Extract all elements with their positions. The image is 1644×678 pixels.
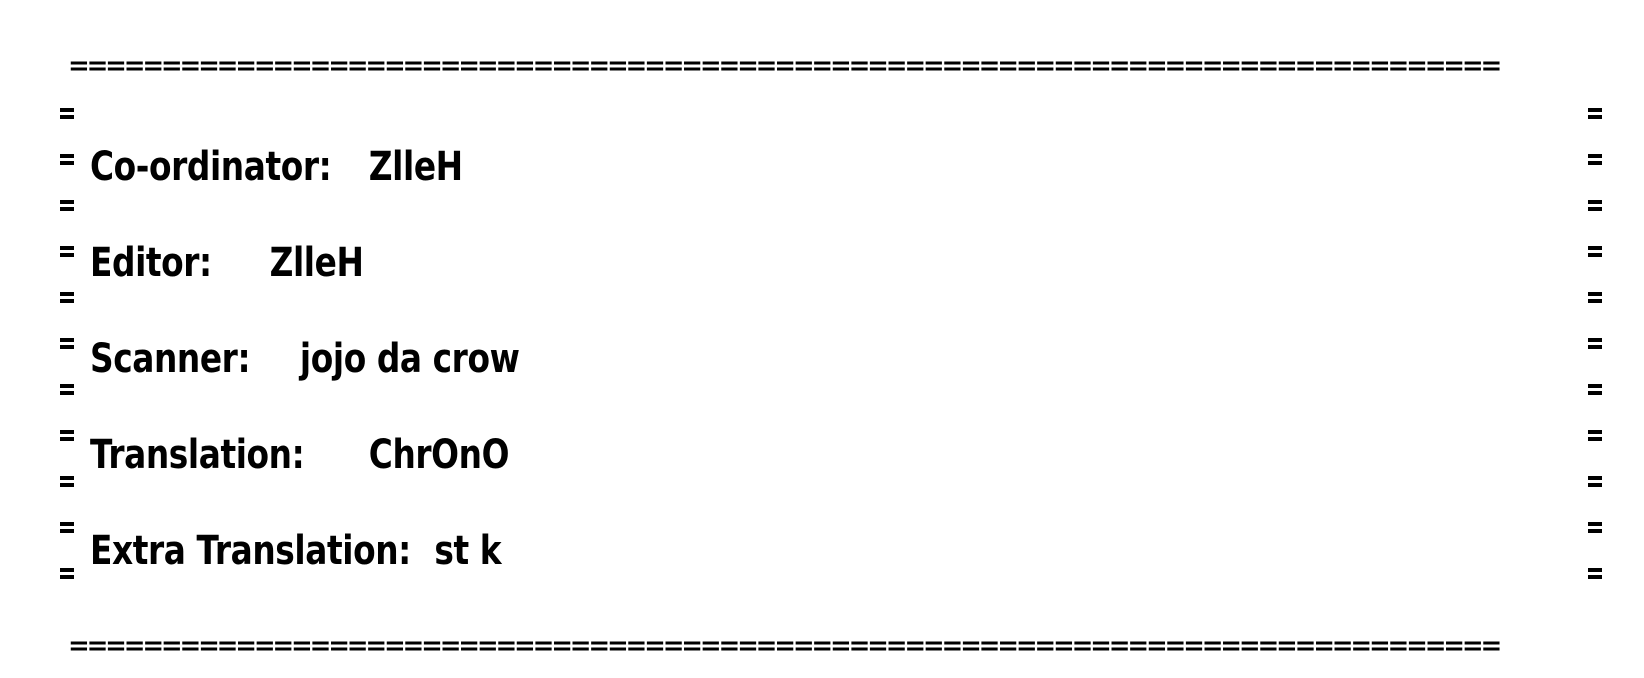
left-border-mark — [60, 246, 76, 258]
right-border-mark — [1588, 338, 1604, 350]
right-border-mark — [1588, 108, 1604, 120]
credit-value: ZlleH — [368, 144, 463, 190]
credit-value: ChrOnO — [368, 432, 510, 478]
credit-label: Extra Translation: — [90, 528, 411, 574]
right-border-mark — [1588, 154, 1604, 166]
left-border-mark — [60, 476, 76, 488]
credit-row-extra-translation: Extra Translation: st k — [90, 523, 502, 579]
credit-label: Co-ordinator: — [90, 144, 332, 190]
bottom-border: ========================================… — [68, 636, 1502, 656]
top-border: ========================================… — [68, 56, 1502, 76]
credit-row-scanner: Scanner: jojo da crow — [90, 331, 520, 387]
right-border-mark — [1588, 430, 1604, 442]
credit-value: st k — [434, 528, 502, 574]
left-border-mark — [60, 108, 76, 120]
right-border-mark — [1588, 200, 1604, 212]
left-border-mark — [60, 430, 76, 442]
left-border-mark — [60, 384, 76, 396]
credit-value: jojo da crow — [299, 336, 520, 382]
right-border-mark — [1588, 568, 1604, 580]
left-border-mark — [60, 154, 76, 166]
credit-row-editor: Editor: ZlleH — [90, 235, 364, 291]
credit-row-coordinator: Co-ordinator: ZlleH — [90, 139, 463, 195]
left-border-mark — [60, 568, 76, 580]
credit-label: Scanner: — [90, 336, 251, 382]
left-border-mark — [60, 338, 76, 350]
right-border-mark — [1588, 246, 1604, 258]
right-border-mark — [1588, 476, 1604, 488]
credit-row-translation: Translation: ChrOnO — [90, 427, 509, 483]
credit-label: Editor: — [90, 240, 212, 286]
right-border-mark — [1588, 384, 1604, 396]
left-border-mark — [60, 200, 76, 212]
left-border-mark — [60, 292, 76, 304]
right-border-mark — [1588, 292, 1604, 304]
right-border-mark — [1588, 522, 1604, 534]
left-border-mark — [60, 522, 76, 534]
credit-value: ZlleH — [269, 240, 364, 286]
credit-label: Translation: — [90, 432, 305, 478]
